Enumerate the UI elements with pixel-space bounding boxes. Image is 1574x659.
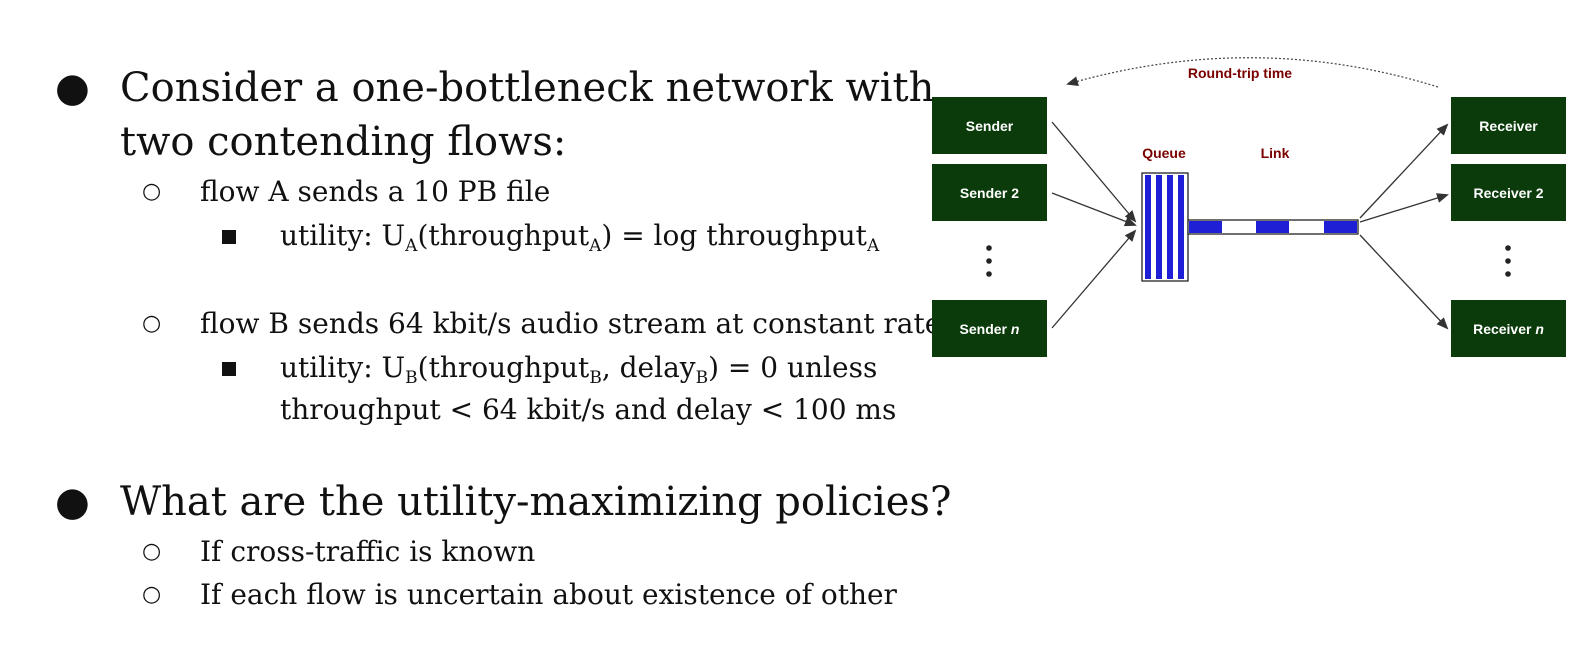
bullet-text-line2: two contending flows:	[120, 119, 567, 165]
queue	[1141, 172, 1189, 282]
sender-box-2: Sender 2	[932, 164, 1047, 221]
arrow-link-receiver2	[1359, 193, 1449, 223]
arrow-link-receivern	[1359, 234, 1449, 330]
sender-box-n: Sender n	[932, 300, 1047, 357]
hollow-circle-icon: ○	[142, 311, 162, 336]
arrow-sendern-queue	[1051, 229, 1137, 329]
bullet-text-line1: Consider a one-bottleneck network with	[120, 65, 935, 111]
receiver-label-2: Receiver 2	[1473, 185, 1543, 201]
square-bullet-icon	[222, 230, 236, 244]
hollow-circle-icon: ○	[142, 539, 162, 564]
sender-box-1: Sender	[932, 97, 1047, 154]
bullet-dot-icon: ●	[55, 479, 90, 525]
q1-text: If cross-traffic is known	[200, 535, 536, 568]
arrow-sender2-queue	[1051, 192, 1137, 227]
sender-label-1: Sender	[966, 118, 1014, 134]
bullet-dot-icon: ●	[55, 65, 90, 111]
utility-a-text: utility: UA(throughputA) = log throughpu…	[280, 219, 880, 256]
queue-label: Queue	[1142, 145, 1186, 161]
flow-b-text: flow B sends 64 kbit/s audio stream at c…	[200, 307, 942, 340]
receiver-label-n: Receiver n	[1473, 321, 1544, 337]
question-text: What are the utility-maximizing policies…	[120, 479, 952, 525]
receiver-label-1: Receiver	[1479, 118, 1538, 134]
receiver-box-n: Receiver n	[1451, 300, 1566, 357]
sender-label-n: Sender n	[960, 321, 1020, 337]
receiver-box-2: Receiver 2	[1451, 164, 1566, 221]
hollow-circle-icon: ○	[142, 179, 162, 204]
sender-label-2: Sender 2	[960, 185, 1019, 201]
sender-ellipsis	[986, 245, 992, 277]
utility-b-text-line2: throughput < 64 kbit/s and delay < 100 m…	[280, 393, 897, 426]
receiver-box-1: Receiver	[1451, 97, 1566, 154]
flow-a-text: flow A sends a 10 PB file	[200, 175, 551, 208]
hollow-circle-icon: ○	[142, 582, 162, 607]
network-diagram: Round-trip time Sender Sender 2 Sender n…	[932, 57, 1566, 357]
arrow-link-receiver1	[1359, 123, 1449, 219]
q2-text: If each flow is uncertain about existenc…	[200, 578, 897, 611]
arrow-sender1-queue	[1051, 121, 1137, 223]
rtt-arc	[1066, 57, 1439, 88]
utility-b-text: utility: UB(throughputB, delayB) = 0 unl…	[280, 351, 878, 388]
square-bullet-icon	[222, 362, 236, 376]
receiver-ellipsis	[1505, 245, 1511, 277]
rtt-label: Round-trip time	[1188, 65, 1292, 81]
link	[1187, 219, 1359, 235]
link-label: Link	[1261, 145, 1290, 161]
